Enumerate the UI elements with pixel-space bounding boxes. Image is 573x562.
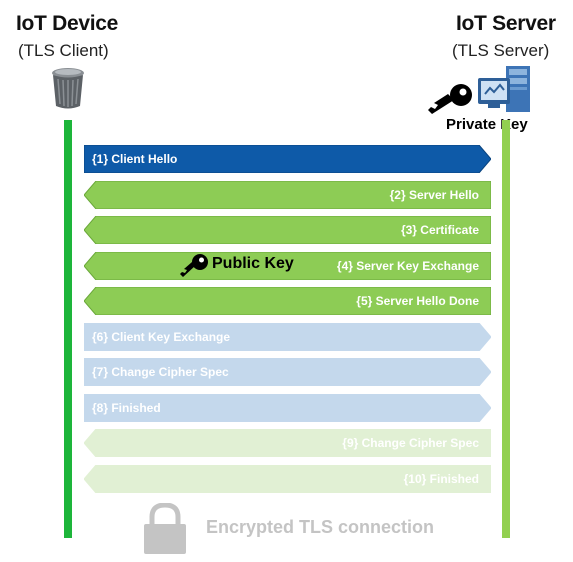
server-title: IoT Server [456,12,556,35]
message-arrow: {5} Server Hello Done [84,287,491,315]
message-label: {9} Change Cipher Spec [342,436,479,450]
message-arrow: {6} Client Key Exchange [84,323,491,351]
client-subtitle: (TLS Client) [18,41,109,60]
message-label: {7} Change Cipher Spec [92,365,229,379]
message-label: {10} Finished [403,472,479,486]
message-label: {3} Certificate [400,223,479,237]
message-arrow: {3} Certificate [84,216,491,244]
message-arrow: {2} Server Hello [84,181,491,209]
client-lifeline [64,120,72,538]
message-arrow: {1} Client Hello [84,145,491,173]
lock-icon [142,502,188,555]
client-title: IoT Device [16,12,119,35]
public-key-label: Public Key [212,255,294,272]
private-key-icon [426,80,476,118]
server-lifeline [502,120,510,538]
private-key-label: Private Key [446,116,528,133]
message-label: {1} Client Hello [92,152,178,166]
message-arrow: {9} Change Cipher Spec [84,429,491,457]
message-label: {4} Server Key Exchange [336,259,479,273]
message-label: {2} Server Hello [389,188,479,202]
trash-can-icon [50,66,86,110]
server-icon [476,64,534,116]
message-arrow: {8} Finished [84,394,491,422]
message-arrow: {10} Finished [84,465,491,493]
message-label: {8} Finished [92,401,161,415]
public-key-icon [180,252,210,285]
footer-label: Encrypted TLS connection [206,517,435,537]
message-arrow: {7} Change Cipher Spec [84,358,491,386]
server-subtitle: (TLS Server) [452,41,550,60]
message-label: {5} Server Hello Done [356,294,479,308]
message-label: {6} Client Key Exchange [92,330,231,344]
